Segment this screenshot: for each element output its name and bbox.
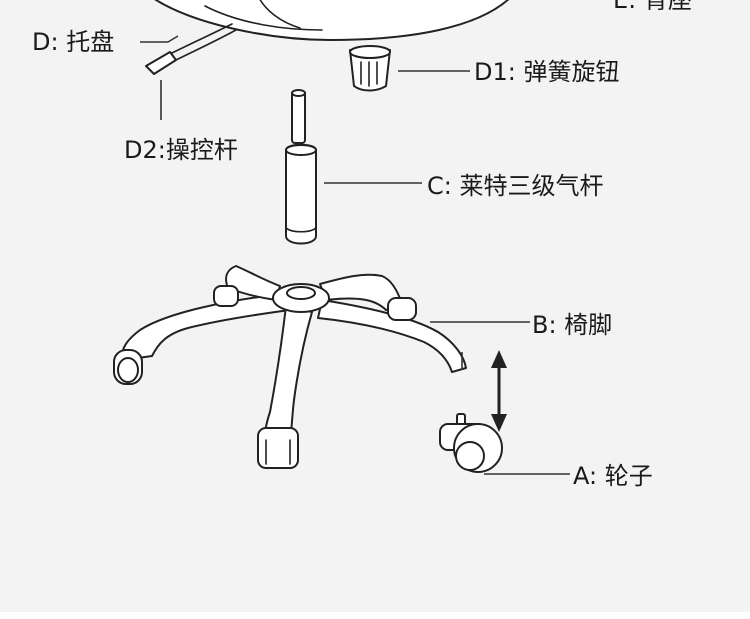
caster-left-wheel [117, 357, 139, 383]
gas-lift-piston [291, 90, 306, 144]
spring-knob [349, 45, 391, 92]
label-e-partial: E: 背座 [613, 0, 692, 14]
gas-lift-cylinder-top [285, 144, 317, 156]
label-d2-lever: D2:操控杆 [124, 136, 238, 164]
base-arm-back-right [319, 273, 403, 311]
height-arrow-down-head [491, 414, 507, 432]
base-hub-socket [286, 286, 316, 300]
label-d-tray: D: 托盘 [32, 28, 114, 56]
knob-top [349, 45, 391, 59]
gas-lift [285, 89, 317, 245]
label-d1-knob: D1: 弹簧旋钮 [474, 58, 619, 86]
seat-tray [154, 0, 510, 41]
lever-rod-2 [171, 29, 237, 63]
label-c-gas-lift: C: 莱特三级气杆 [427, 172, 603, 200]
knob-body [349, 49, 391, 92]
height-arrow [491, 350, 507, 432]
base-casters [113, 285, 417, 469]
base-arm-back-left [225, 265, 281, 301]
caster-wheel [439, 413, 503, 473]
tray-bottom [154, 0, 510, 41]
caster-front [257, 427, 299, 469]
gas-lift-ring [285, 227, 317, 233]
gas-lift-cylinder [285, 143, 317, 245]
tray-seam [259, 0, 301, 29]
caster-back-left [213, 285, 239, 307]
caster-front-detail [265, 439, 291, 465]
caster-wheel-inner [455, 441, 485, 471]
control-lever [145, 23, 237, 75]
height-arrow-up-head [491, 350, 507, 368]
tray-ridge [204, 5, 323, 31]
caster-back-right [387, 297, 417, 321]
label-a-caster: A: 轮子 [573, 462, 653, 490]
knob-grip-lines [360, 61, 378, 87]
gas-lift-piston-top [291, 89, 306, 97]
bottom-strip [0, 612, 750, 619]
lever-handle [145, 51, 177, 75]
leader-d-tray [140, 35, 179, 43]
label-b-base: B: 椅脚 [532, 311, 612, 339]
lever-rod-1 [169, 23, 233, 55]
